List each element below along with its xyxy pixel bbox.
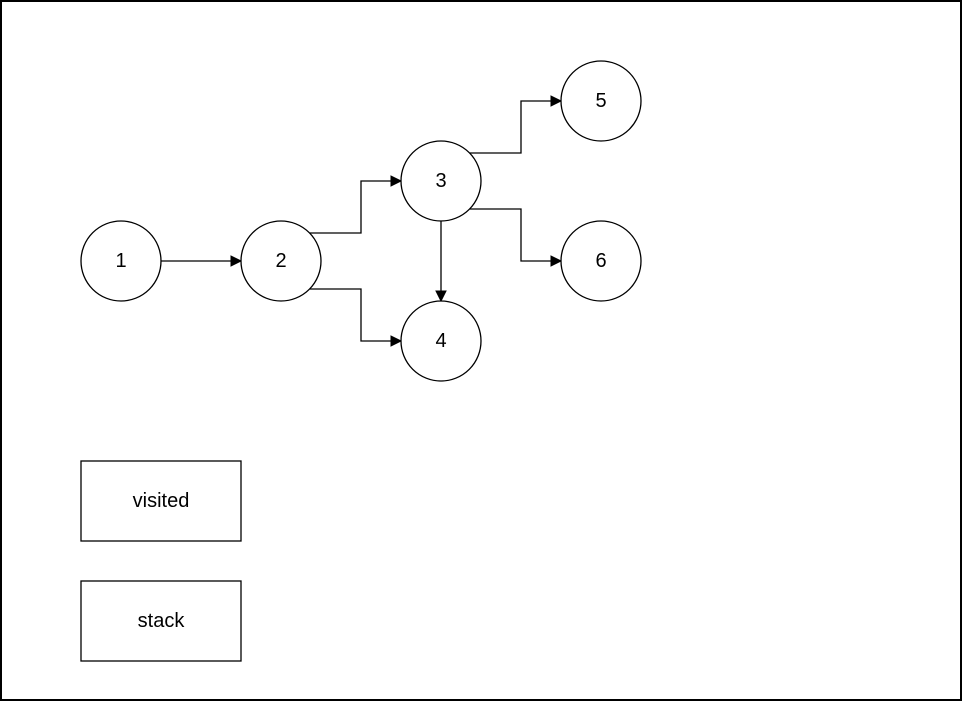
nodes-layer: 1 2 3 4 5 6 [80, 60, 642, 382]
graph-node: 5 [560, 60, 642, 142]
visited-box: visited [80, 460, 242, 542]
edges-layer [161, 95, 563, 347]
graph-node: 2 [240, 220, 322, 302]
visited-box-rect [80, 460, 242, 542]
edge-1-2-arrowhead [230, 255, 243, 267]
edge-3-5 [470, 100, 552, 154]
edge-3-6 [470, 208, 552, 262]
graph-node: 3 [400, 140, 482, 222]
edge-3-6-arrowhead [550, 255, 563, 267]
edge-3-4-arrowhead [435, 290, 447, 303]
node-label: 4 [435, 330, 446, 352]
graph-node: 6 [560, 220, 642, 302]
graph-node: 1 [80, 220, 162, 302]
graph-node: 4 [400, 300, 482, 382]
stack-box: stack [80, 580, 242, 662]
edge-2-3-arrowhead [390, 175, 403, 187]
node-label: 5 [595, 90, 606, 112]
node-circle [400, 140, 482, 222]
stack-box-label: stack [138, 610, 186, 632]
node-circle [560, 220, 642, 302]
node-label: 2 [275, 250, 286, 272]
edge-2-3 [310, 180, 392, 234]
node-circle [400, 300, 482, 382]
node-circle [240, 220, 322, 302]
edge-2-4-arrowhead [390, 335, 403, 347]
visited-box-label: visited [133, 490, 190, 512]
edge-2-4 [310, 288, 392, 342]
node-circle [80, 220, 162, 302]
edge-3-5-arrowhead [550, 95, 563, 107]
node-label: 6 [595, 250, 606, 272]
node-circle [560, 60, 642, 142]
stack-box-rect [80, 580, 242, 662]
node-label: 3 [435, 170, 446, 192]
node-label: 1 [115, 250, 126, 272]
